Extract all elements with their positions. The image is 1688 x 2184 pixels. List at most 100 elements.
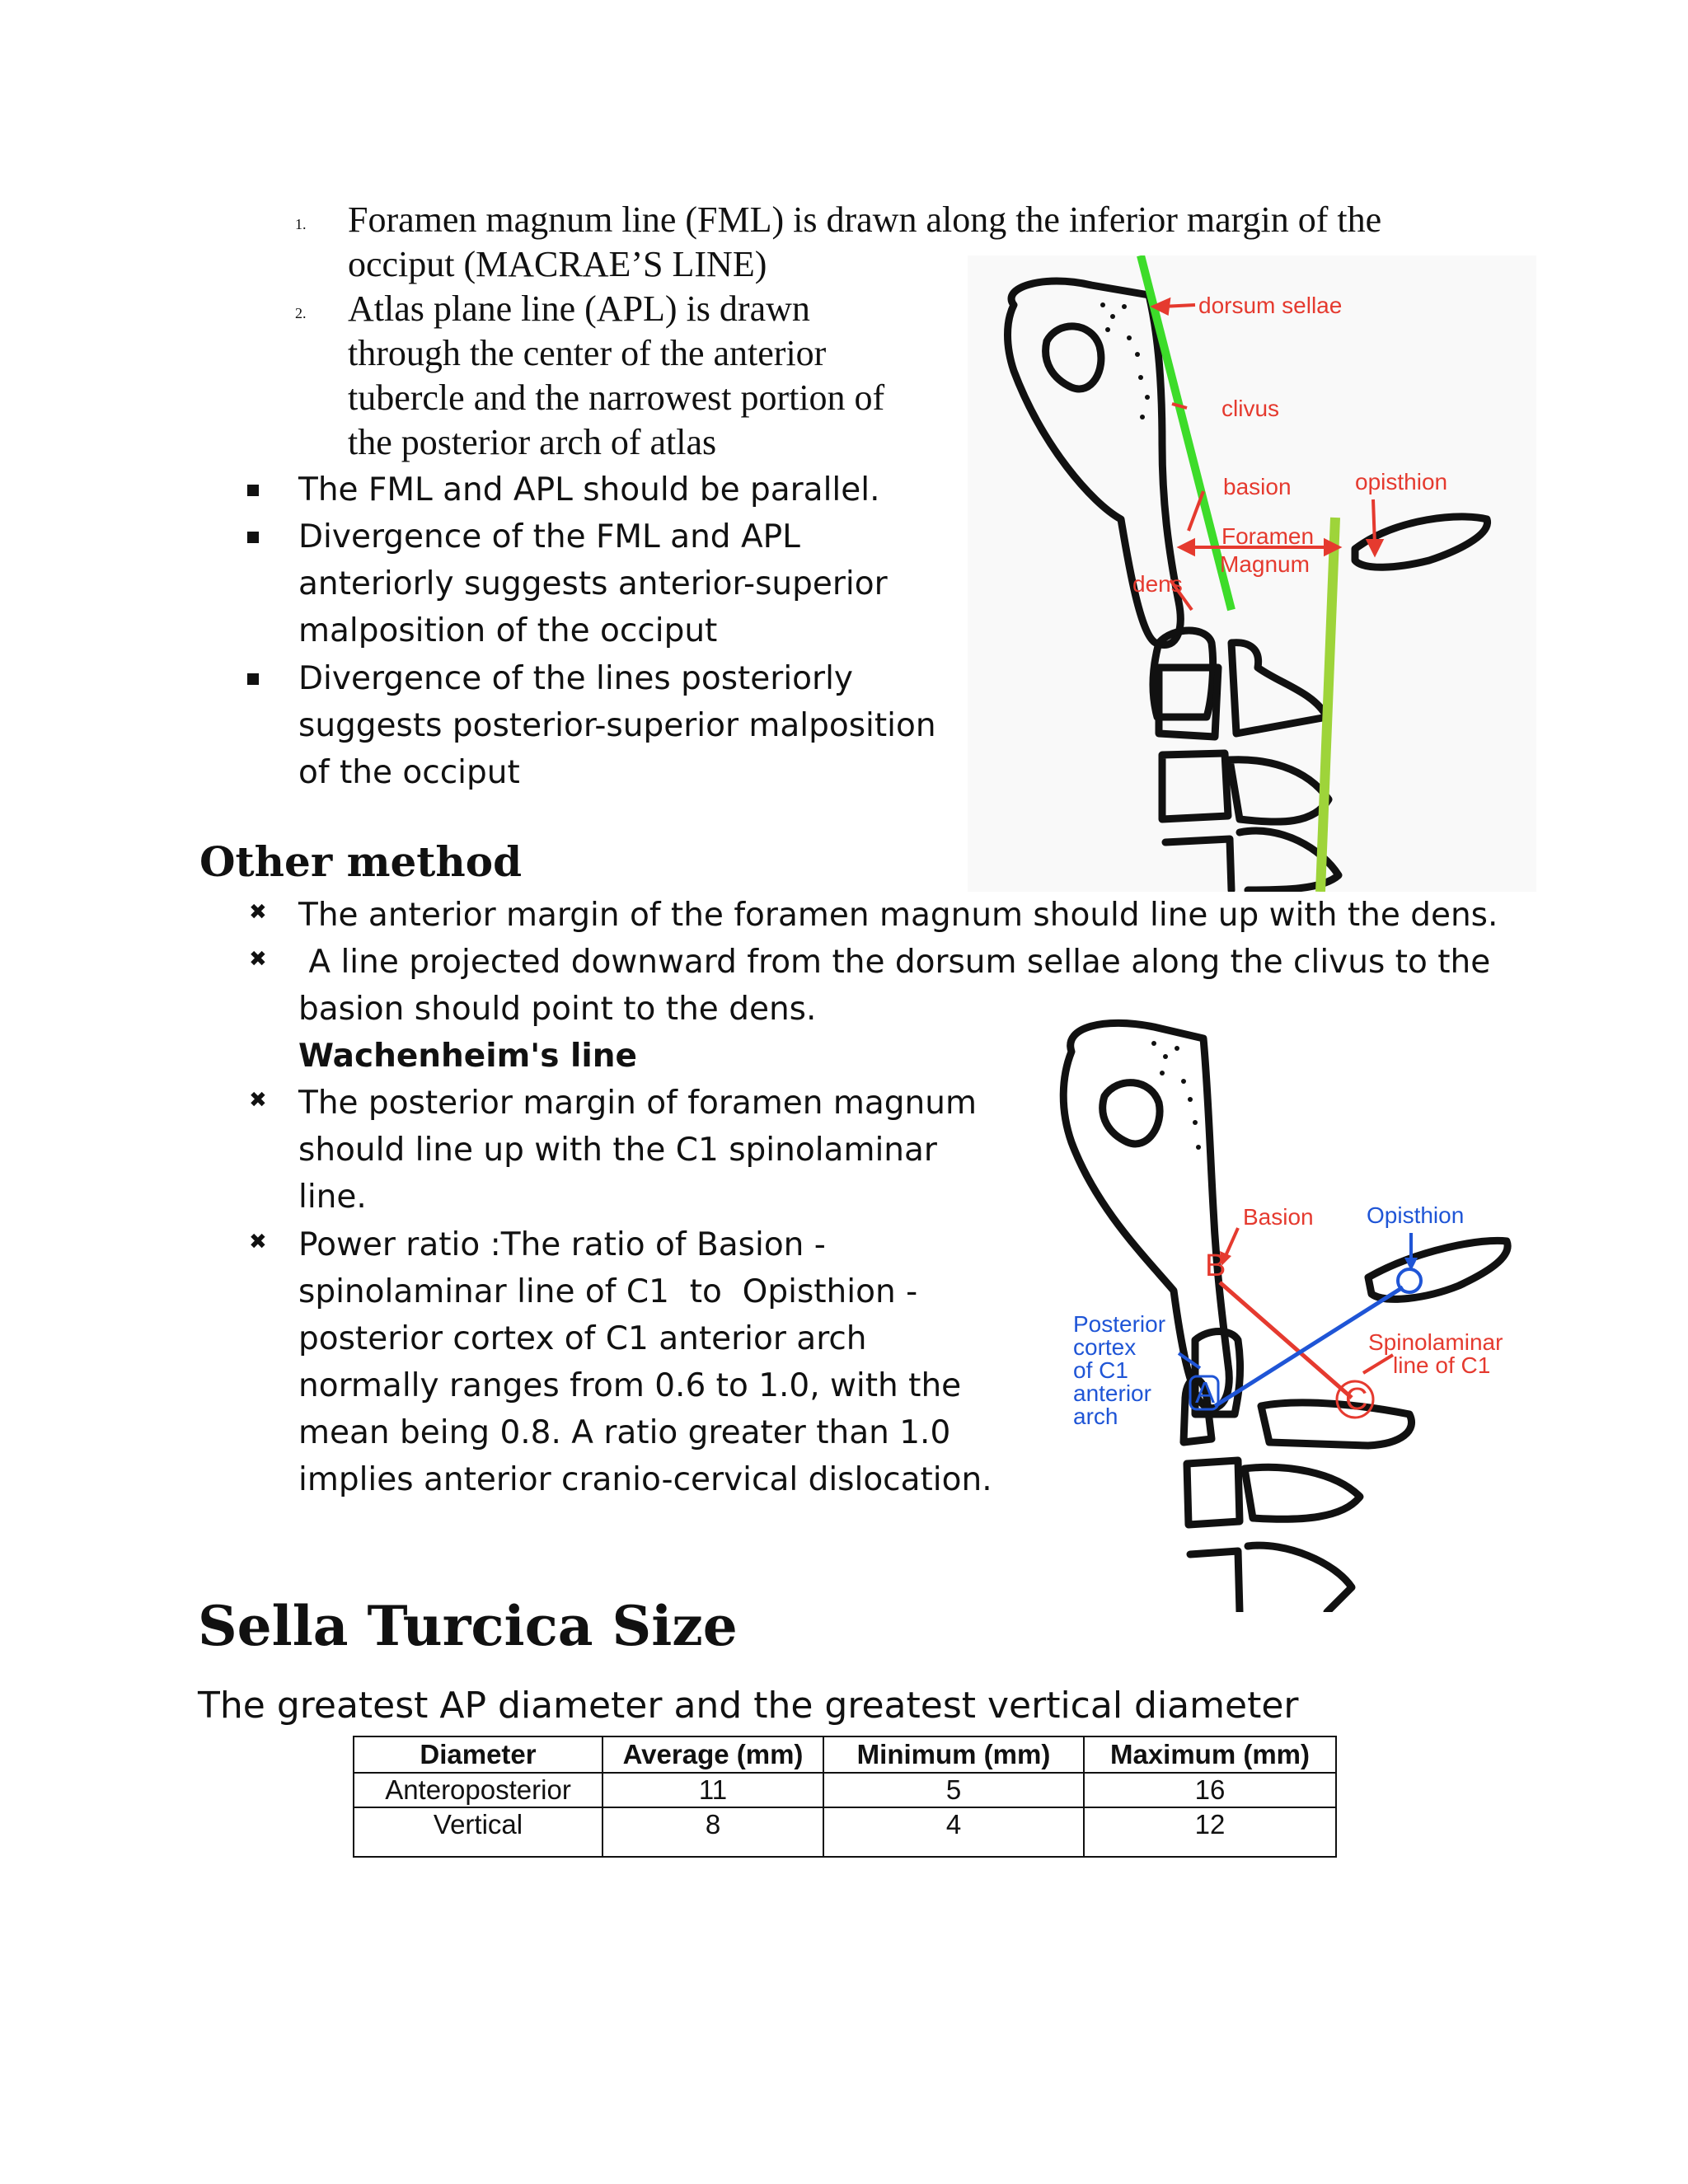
- label-posterior-cortex-4: anterior: [1073, 1380, 1151, 1406]
- text-line: malposition of the occiput: [298, 612, 718, 649]
- text-line: A line projected downward from the dorsu…: [298, 944, 1491, 981]
- label-dens: dens: [1132, 571, 1183, 597]
- col-header: Minimum (mm): [823, 1736, 1085, 1774]
- label-spinolaminar-2: line of C1: [1393, 1352, 1490, 1378]
- bullet-text: Divergence of the FML and APL anteriorly…: [298, 513, 1123, 654]
- text-line: tubercle and the narrowest portion of: [348, 377, 885, 418]
- x-mark-icon: ✖: [249, 1088, 267, 1113]
- square-bullet-icon: [247, 673, 259, 685]
- sella-subtitle: The greatest AP diameter and the greates…: [198, 1685, 1299, 1727]
- dens-outline: [1149, 626, 1217, 721]
- wachenheim-line-label: Wachenheim's line: [298, 1038, 637, 1075]
- c2-body: [1183, 1456, 1244, 1529]
- dens-outline: [1191, 1328, 1245, 1418]
- table-cell: Anteroposterior: [353, 1772, 603, 1808]
- opisthion-arch: [1351, 513, 1491, 571]
- other-method-heading: Other method: [199, 837, 523, 886]
- text-line: line.: [298, 1179, 367, 1216]
- text-line: anteriorly suggests anterior-superior: [298, 565, 888, 602]
- opisthion-c1-line: [1213, 1285, 1404, 1408]
- opisthion-circle: [1396, 1268, 1423, 1294]
- list-number: 1.: [295, 216, 307, 232]
- text-line: through the center of the anterior: [348, 333, 827, 373]
- table-cell: 11: [602, 1772, 824, 1808]
- c4-body: [1161, 835, 1236, 894]
- apl-green-line: [1315, 517, 1340, 893]
- cranio-cervical-diagram: dorsum sellae clivus basion opisthion Fo…: [1004, 254, 1491, 894]
- text-line: occiput (MACRAE’S LINE): [348, 244, 767, 284]
- c1-arch: [1227, 639, 1331, 738]
- bullet-text: A line projected downward from the dorsu…: [298, 939, 1535, 1080]
- text-line: Atlas plane line (APL) is drawn: [348, 288, 810, 329]
- text-line: normally ranges from 0.6 to 1.0, with th…: [298, 1367, 962, 1404]
- label-posterior-cortex-1: Posterior: [1073, 1311, 1165, 1337]
- text-line: of the occiput: [298, 754, 520, 791]
- sella-turcica-heading: Sella Turcica Size: [198, 1594, 738, 1658]
- label-C: C: [1345, 1382, 1367, 1417]
- table-cell: 4: [823, 1807, 1085, 1858]
- label-foramen: Foramen: [1221, 523, 1314, 549]
- list-item-text: Atlas plane line (APL) is drawn through …: [348, 287, 884, 465]
- sella-outline: [1042, 322, 1105, 393]
- x-mark-icon: ✖: [249, 1230, 267, 1254]
- text-line: The anterior margin of the foramen magnu…: [298, 897, 1498, 934]
- c3-body: [1186, 1547, 1244, 1616]
- square-bullet-icon: [247, 532, 259, 543]
- table-cell: 8: [602, 1807, 824, 1858]
- table-header-row: Diameter Average (mm) Minimum (mm) Maxim…: [353, 1736, 1337, 1774]
- label-basion: Basion: [1243, 1204, 1314, 1230]
- text-line: Divergence of the FML and APL: [298, 518, 800, 555]
- label-magnum: Magnum: [1220, 551, 1310, 577]
- list-item-text: Foramen magnum line (FML) is drawn along…: [348, 198, 1381, 287]
- text-line: The FML and APL should be parallel.: [298, 471, 880, 509]
- c2-body: [1155, 663, 1222, 741]
- label-posterior-cortex-3: of C1: [1073, 1357, 1128, 1383]
- occiput-outline: [1059, 1019, 1233, 1412]
- figure-foramen-magnum: dorsum sellae clivus basion opisthion Fo…: [968, 254, 1536, 894]
- label-opisthion: opisthion: [1355, 469, 1447, 494]
- c3-process: [1244, 1541, 1356, 1616]
- opisthion-arch: [1364, 1236, 1512, 1303]
- label-dorsum-sellae: dorsum sellae: [1198, 293, 1342, 318]
- x-mark-icon: ✖: [249, 947, 267, 972]
- dots: [1100, 302, 1150, 419]
- label-B: B: [1205, 1249, 1226, 1283]
- bullet-text: The posterior margin of foramen magnum s…: [298, 1080, 1123, 1221]
- label-posterior-cortex-5: arch: [1073, 1404, 1118, 1429]
- text-line: suggests posterior-superior malposition: [298, 707, 936, 744]
- label-spinolaminar-1: Spinolaminar: [1368, 1329, 1503, 1355]
- table-row: Vertical 8 4 12: [353, 1807, 1337, 1858]
- list-number: 2.: [295, 305, 307, 321]
- bullet-text: The FML and APL should be parallel.: [298, 466, 1123, 513]
- fml-green-line: [1137, 254, 1236, 612]
- text-line: mean being 0.8. A ratio greater than 1.0: [298, 1414, 951, 1451]
- c1-anterior-arch: [1179, 1376, 1216, 1446]
- text-line: Power ratio :The ratio of Basion -: [298, 1226, 826, 1263]
- table-row: Anteroposterior 11 5 16: [353, 1772, 1337, 1808]
- text-line: Foramen magnum line (FML) is drawn along…: [348, 199, 1382, 240]
- x-mark-icon: ✖: [249, 900, 267, 925]
- text-line: spinolaminar line of C1 to Opisthion -: [298, 1273, 918, 1310]
- text-line: posterior cortex of C1 anterior arch: [298, 1320, 867, 1357]
- text-line: should line up with the C1 spinolaminar: [298, 1132, 937, 1169]
- sella-size-table: Diameter Average (mm) Minimum (mm) Maxim…: [353, 1736, 1337, 1858]
- table-cell: 5: [823, 1772, 1085, 1808]
- c2-process: [1240, 1463, 1364, 1523]
- power-ratio-diagram: B A C Basion Opisthion Posterior cortex …: [1059, 1019, 1512, 1616]
- table-cell: Vertical: [353, 1807, 603, 1858]
- basion-spinolaminar-line: [1218, 1281, 1353, 1399]
- dots: [1151, 1041, 1201, 1150]
- label-basion: basion: [1223, 474, 1292, 499]
- col-header: Diameter: [353, 1736, 603, 1774]
- arrow-head: [1150, 297, 1171, 316]
- c1-posterior-arch: [1257, 1399, 1415, 1450]
- text-line: The posterior margin of foramen magnum: [298, 1085, 977, 1122]
- text-line: Divergence of the lines posteriorly: [298, 660, 853, 697]
- bullet-text: Power ratio :The ratio of Basion - spino…: [298, 1221, 1123, 1503]
- text-line: the posterior arch of atlas: [348, 422, 717, 462]
- col-header: Average (mm): [602, 1736, 824, 1774]
- label-posterior-cortex-2: cortex: [1073, 1334, 1136, 1360]
- c4-process: [1236, 827, 1343, 894]
- label-opisthion: Opisthion: [1367, 1202, 1464, 1228]
- bullet-text: Divergence of the lines posteriorly sugg…: [298, 655, 1123, 796]
